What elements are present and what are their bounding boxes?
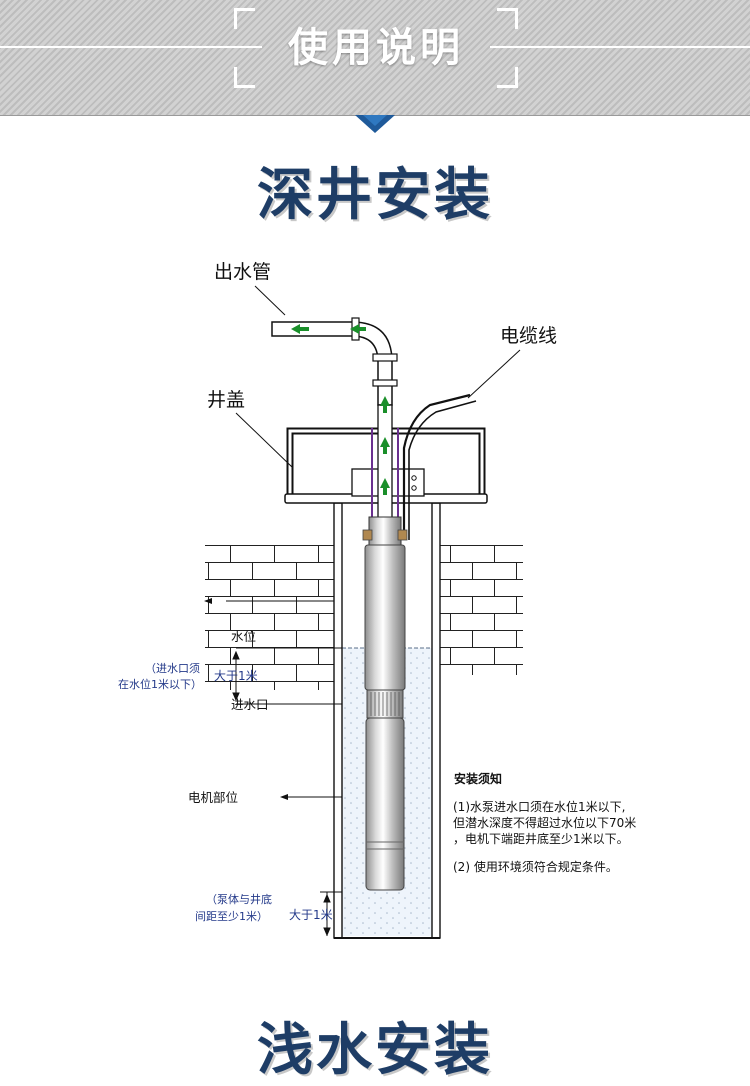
section-title-shallow-water: 浅水安装: [257, 1018, 493, 1083]
banner-arrow-highlight: [363, 115, 387, 126]
banner-title: 使用说明: [288, 24, 464, 71]
notes-item1-line3: ，电机下端距井底至少1米以下。: [453, 831, 629, 846]
deep-well-installation-diagram: 出水管 电缆线 井盖 水位 （进水口须 在水位1米以下） 大于1米 进水口 电机…: [118, 261, 636, 939]
dimension-water-intake: [232, 650, 240, 702]
note-intake-line1: （进水口须: [145, 662, 200, 675]
leader-cable: [467, 349, 521, 399]
well-casing-right: [431, 502, 441, 939]
flow-arrow-left-icon: [291, 324, 300, 334]
ground-bricks-right: [433, 545, 523, 675]
notes-heading: 安装须知: [454, 771, 502, 786]
leader-well-cover: [235, 412, 293, 468]
flow-arrow-up-icon: [380, 478, 390, 488]
pump-intake-screen: [366, 689, 404, 719]
notes-item1-line2: 但潜水深度不得超过水位以下70米: [453, 815, 636, 830]
flow-arrow-left-icon: [350, 324, 359, 334]
label-motor: 电机部位: [188, 790, 238, 805]
riser-pipe: [377, 404, 393, 521]
header-banner: 使用说明: [0, 0, 750, 116]
dimension-bottom: [320, 891, 342, 937]
leader-outlet-pipe: [254, 285, 286, 316]
outlet-pipe: [271, 321, 393, 406]
label-outlet-pipe: 出水管: [214, 261, 271, 283]
ground-bricks-left: [205, 545, 340, 690]
banner-divider-right: [490, 46, 750, 48]
note-bottom-line1: （泵体与井底: [206, 892, 272, 906]
flow-arrow-up-icon: [380, 396, 390, 406]
label-well-cover: 井盖: [207, 389, 245, 411]
label-water-level: 水位: [231, 629, 256, 644]
flow-arrows: [291, 324, 390, 495]
well-casing-left: [333, 502, 343, 939]
banner-divider-left: [0, 46, 262, 48]
label-cable: 电缆线: [500, 325, 557, 347]
banner-frame: 使用说明: [234, 8, 518, 88]
pump-head: [368, 516, 402, 548]
note-intake-line2: 在水位1米以下）: [118, 677, 202, 691]
notes-item1-line1: (1)水泵进水口须在水位1米以下,: [453, 799, 625, 814]
pump-motor: [365, 717, 405, 891]
notes-item2: (2) 使用环境须符合规定条件。: [453, 859, 618, 874]
power-cable: [402, 393, 471, 540]
section-title-deep-well: 深井安装: [257, 163, 493, 228]
label-intake: 进水口: [231, 697, 269, 712]
flow-arrow-up-icon: [380, 437, 390, 447]
note-bottom-line2: 间距至少1米）: [195, 910, 268, 923]
pump-body: [364, 544, 406, 691]
label-more-than-1m-bottom: 大于1米: [289, 908, 333, 922]
label-more-than-1m: 大于1米: [214, 669, 258, 683]
